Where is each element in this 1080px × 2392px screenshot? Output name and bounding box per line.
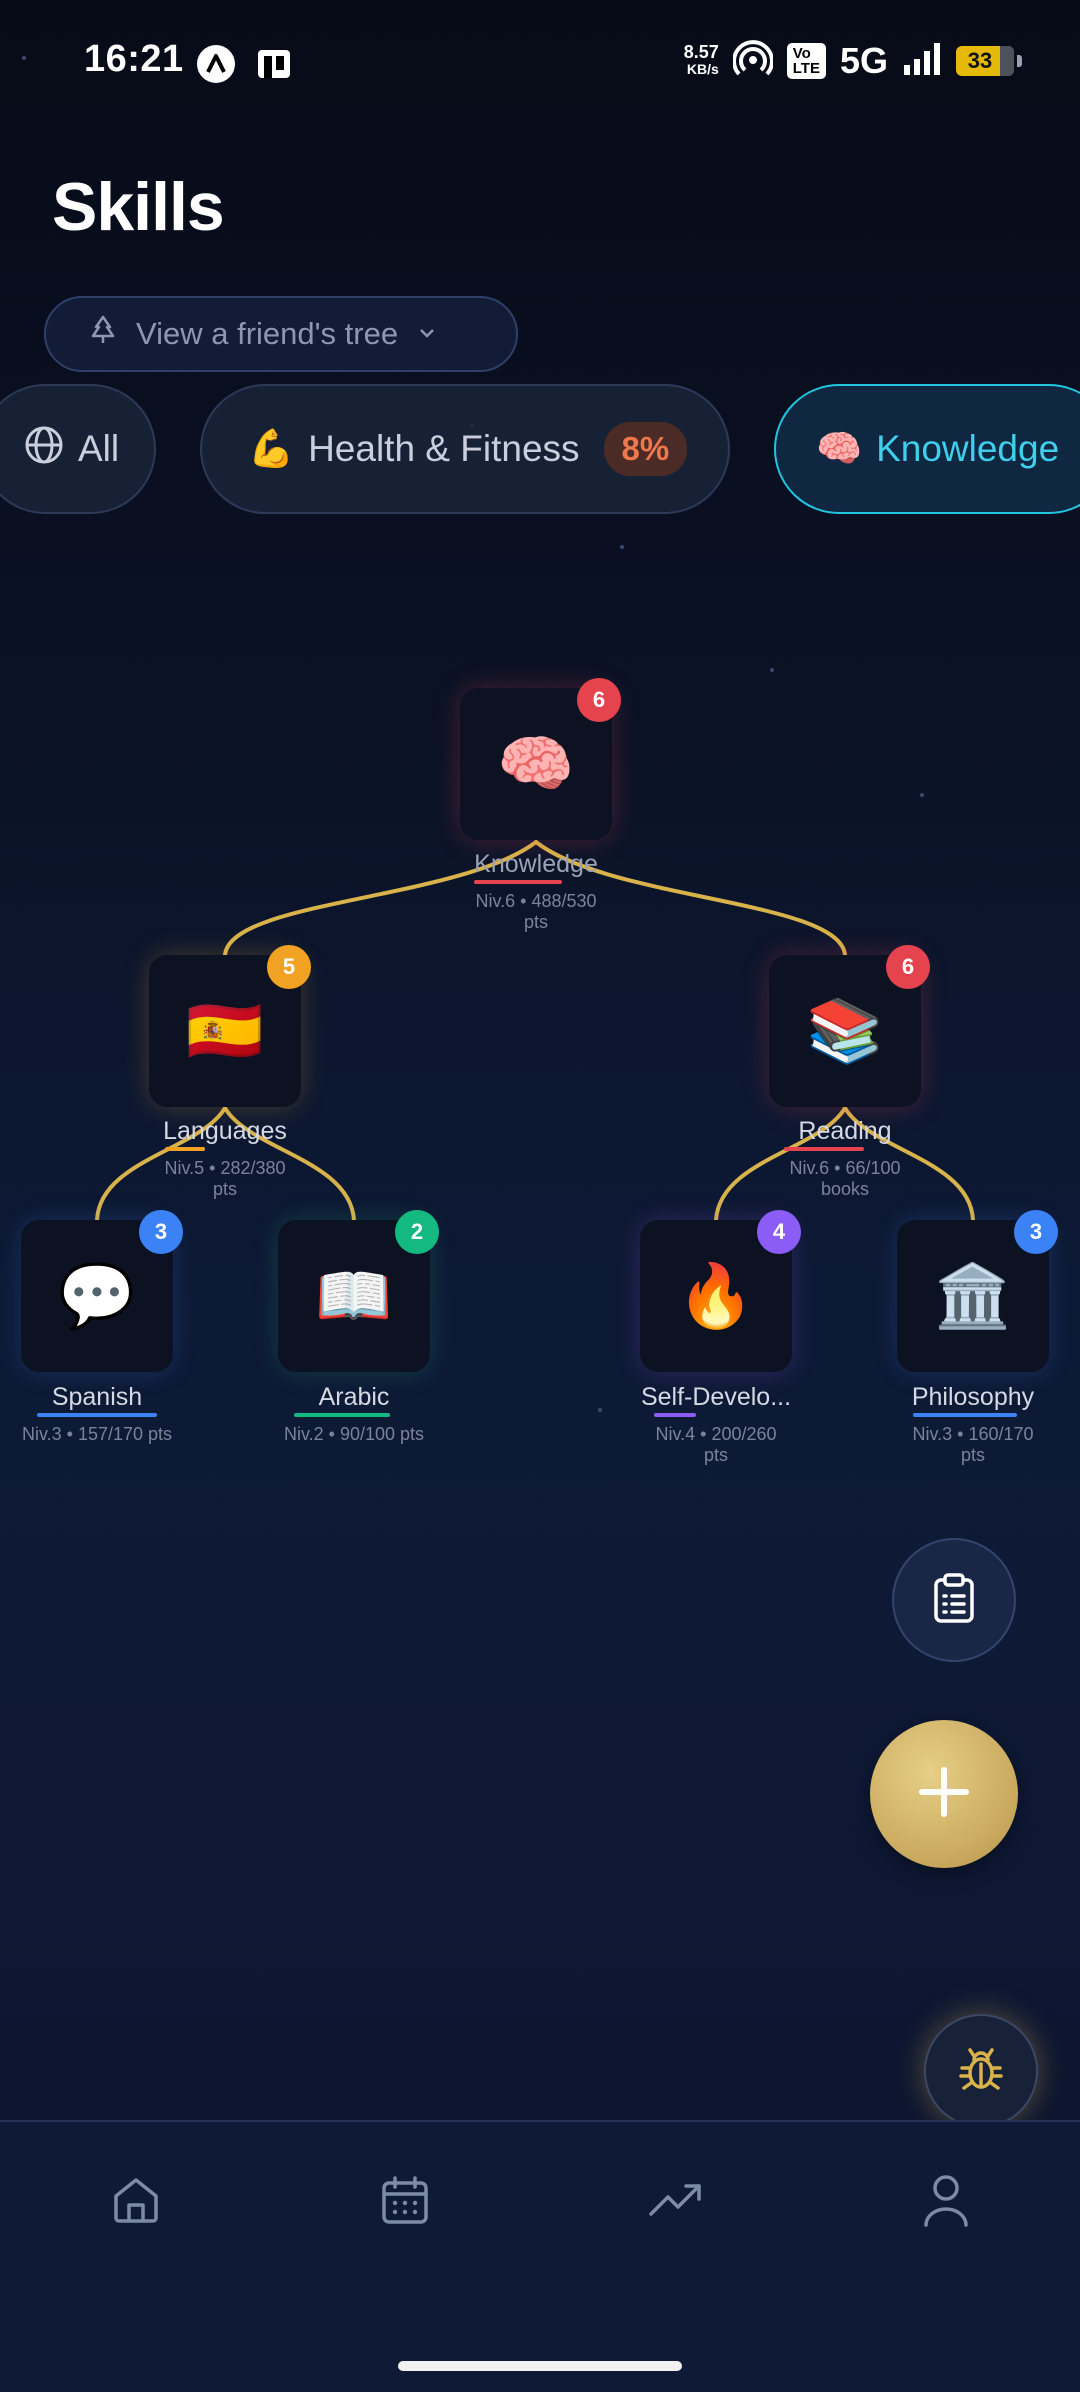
background-star — [770, 668, 774, 672]
hotspot-icon — [731, 38, 774, 83]
category-label: Health & Fitness — [308, 428, 580, 469]
category-chip-health-fitness[interactable]: 💪 Health & Fitness 8% — [200, 384, 730, 514]
background-star — [22, 56, 26, 60]
skill-label: Philosophy — [911, 1383, 1035, 1411]
progress-badge: 8% — [603, 422, 688, 476]
network-type: 5G — [839, 39, 888, 81]
battery-icon: 33 — [956, 45, 1022, 76]
chevron-down-icon — [416, 316, 438, 352]
level-badge: 3 — [139, 1210, 183, 1254]
volte-indicator: Vo LTE — [786, 42, 826, 79]
skill-underline — [784, 1147, 864, 1151]
skill-label: Spanish — [51, 1383, 143, 1411]
calendar-icon — [379, 2174, 431, 2231]
skill-label: Reading — [798, 1117, 892, 1145]
skill-meta: Niv.2 • 90/100 pts — [283, 1424, 425, 1444]
level-badge: 2 — [395, 1210, 439, 1254]
task-list-button[interactable] — [892, 1538, 1016, 1662]
skill-label: Self-Develo... — [640, 1383, 792, 1411]
brain-emoji: 🧠 — [497, 729, 575, 799]
skill-node-knowledge[interactable]: 🧠 — [460, 688, 612, 840]
level-badge: 5 — [267, 945, 311, 989]
skill-label: Languages — [163, 1117, 287, 1145]
level-badge: 6 — [577, 678, 621, 722]
speech-bubble-emoji: 💬 — [58, 1261, 136, 1331]
flexed-biceps-icon: 💪 — [248, 427, 295, 469]
skill-underline — [165, 1147, 205, 1151]
trending-up-icon — [648, 2180, 704, 2225]
globe-icon — [24, 425, 64, 474]
background-star — [920, 793, 924, 797]
level-badge: 4 — [757, 1210, 801, 1254]
skill-underline — [37, 1413, 157, 1417]
background-star — [620, 545, 624, 549]
level-badge: 3 — [1014, 1210, 1058, 1254]
fire-emoji: 🔥 — [677, 1261, 755, 1331]
category-chip-knowledge[interactable]: 🧠 Knowledge — [774, 384, 1080, 514]
bottom-nav — [0, 2120, 1080, 2392]
nav-progress[interactable] — [636, 2162, 716, 2242]
spain-flag-emoji: 🇪🇸 — [186, 996, 264, 1066]
level-badge: 6 — [886, 945, 930, 989]
tree-icon — [88, 314, 118, 354]
skill-label: Arabic — [318, 1383, 390, 1411]
friend-tree-label: View a friend's tree — [136, 316, 399, 351]
view-friend-tree-button[interactable]: View a friend's tree — [44, 296, 518, 372]
status-time: 16:21 — [84, 38, 184, 80]
skill-node-self-development[interactable]: 🔥 — [640, 1220, 792, 1372]
background-star — [598, 1408, 602, 1412]
bug-icon — [956, 2044, 1006, 2099]
nav-calendar[interactable] — [365, 2162, 445, 2242]
plus-icon — [916, 1764, 972, 1825]
skill-label: Knowledge — [474, 850, 598, 878]
classical-building-emoji: 🏛️ — [934, 1261, 1012, 1331]
skill-meta: Niv.3 • 157/170 pts — [21, 1424, 173, 1444]
skill-underline — [913, 1413, 1017, 1417]
signal-icon — [902, 41, 942, 80]
home-icon — [110, 2174, 162, 2231]
skill-underline — [474, 880, 562, 884]
skill-underline — [654, 1413, 696, 1417]
category-chip-all[interactable]: All — [0, 384, 156, 514]
books-emoji: 📚 — [806, 996, 884, 1066]
home-indicator[interactable] — [398, 2361, 682, 2371]
nav-home[interactable] — [96, 2162, 176, 2242]
category-label: Knowledge — [876, 428, 1060, 469]
nav-profile[interactable] — [906, 2162, 986, 2242]
open-book-emoji: 📖 — [315, 1261, 393, 1331]
profile-icon — [922, 2173, 970, 2232]
network-speed: 8.57 KB/s — [683, 41, 719, 77]
status-bar-right: 8.57 KB/s Vo LTE 5G 33 — [683, 38, 1022, 83]
brain-icon: 🧠 — [816, 427, 863, 469]
app-notification-icon — [196, 44, 236, 89]
skill-underline — [294, 1413, 390, 1417]
add-skill-button[interactable] — [870, 1720, 1018, 1868]
nfc-notification-icon — [254, 44, 294, 89]
page-title: Skills — [52, 169, 225, 245]
clipboard-icon — [931, 1572, 977, 1629]
category-label: All — [78, 428, 120, 469]
debug-button[interactable] — [924, 2014, 1038, 2128]
